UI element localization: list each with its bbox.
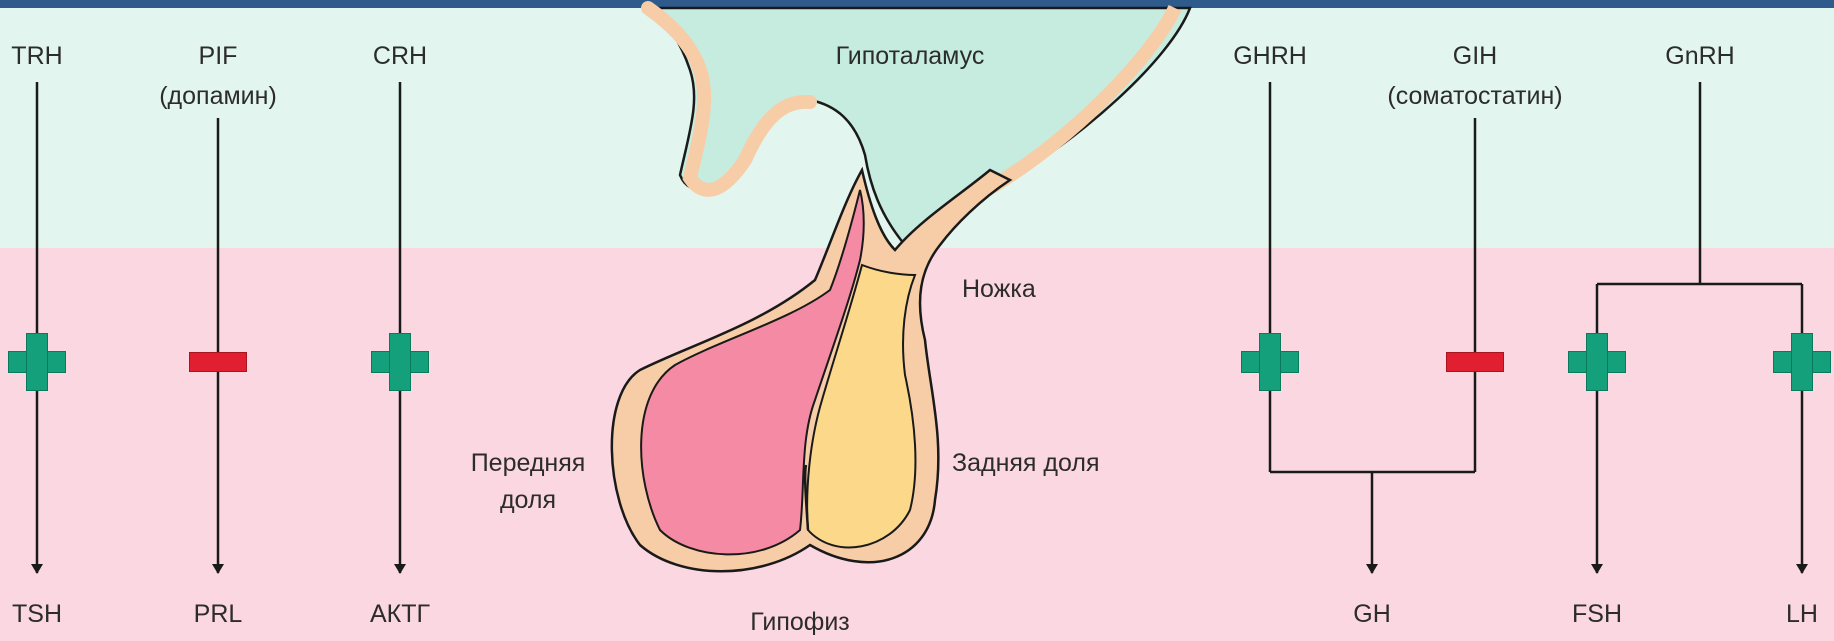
lh-label: LH <box>1786 598 1818 630</box>
pituitary-label: Гипофиз <box>750 606 850 638</box>
prl-label: PRL <box>194 598 243 630</box>
posterior-lobe-label: Задняя доля <box>952 447 1100 479</box>
acth-label: АКТГ <box>370 598 430 630</box>
crh-label: CRH <box>373 40 427 72</box>
pif-minus-icon <box>189 352 247 372</box>
tsh-label: TSH <box>12 598 62 630</box>
pituitary-illustration <box>612 170 1010 571</box>
ghrh-label: GHRH <box>1233 40 1307 72</box>
fsh-label: FSH <box>1572 598 1622 630</box>
trh-label: TRH <box>11 40 62 72</box>
gih-note: (соматостатин) <box>1387 80 1562 112</box>
pif-label: PIF <box>199 40 238 72</box>
stalk-label: Ножка <box>962 273 1036 305</box>
gih-minus-icon <box>1446 352 1504 372</box>
anterior-lobe-label-line2: доля <box>500 484 556 516</box>
gih-label: GIH <box>1453 40 1497 72</box>
gnrh-label: GnRH <box>1665 40 1734 72</box>
pif-note: (допамин) <box>159 80 277 112</box>
hypothalamus-label: Гипоталамус <box>836 40 985 72</box>
gh-label: GH <box>1353 598 1391 630</box>
anterior-lobe-label-line1: Передняя <box>471 447 586 479</box>
